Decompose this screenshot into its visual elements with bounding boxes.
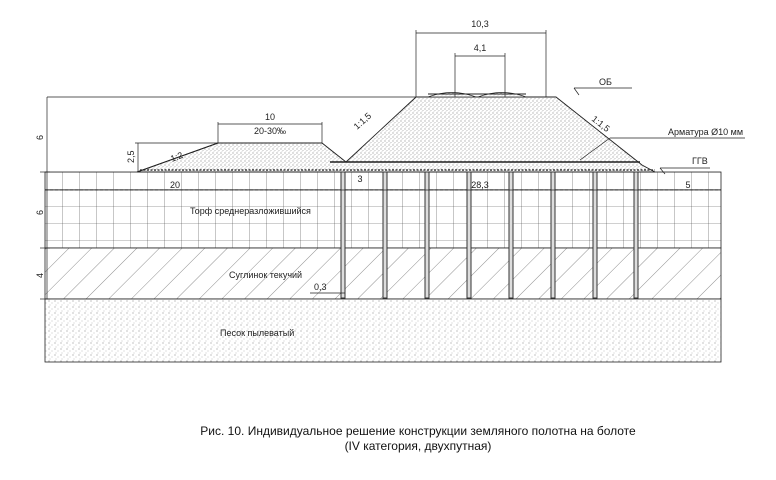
ggv-label: ГГВ bbox=[692, 156, 708, 166]
pile bbox=[340, 171, 346, 299]
slope-berm-label: 1:2 bbox=[169, 150, 184, 164]
berm-height-label: 2,5 bbox=[126, 150, 136, 163]
piles bbox=[340, 171, 639, 299]
sand-label: Песок пылеватый bbox=[220, 328, 294, 338]
sand-layer bbox=[44, 298, 722, 363]
berm-width-label: 10 bbox=[265, 112, 275, 122]
loam-label: Суглинок текучий bbox=[229, 270, 302, 280]
track-spacing-label: 4,1 bbox=[474, 43, 487, 53]
dim-right-label: 5 bbox=[685, 180, 690, 190]
pile-diameter-label: 0,3 bbox=[314, 282, 327, 292]
pile bbox=[592, 171, 598, 299]
ob-label: ОБ bbox=[599, 77, 612, 87]
pile bbox=[466, 171, 472, 299]
dim-mid-label: 3 bbox=[357, 174, 362, 184]
top-width-label: 10,3 bbox=[471, 19, 489, 29]
pile bbox=[550, 171, 556, 299]
dim-left-label: 20 bbox=[170, 180, 180, 190]
embankment-height-label: 6 bbox=[35, 135, 45, 140]
peat-label: Торф среднеразложившийся bbox=[190, 206, 311, 216]
pile bbox=[508, 171, 514, 299]
dimension-lines bbox=[40, 30, 745, 300]
loam-depth-label: 4 bbox=[35, 273, 45, 278]
figure-caption-line1: Рис. 10. Индивидуальное решение конструк… bbox=[200, 424, 636, 438]
embankment-body bbox=[136, 96, 656, 173]
slope-left-label: 1:1,5 bbox=[352, 111, 374, 132]
pile bbox=[633, 171, 639, 299]
dim-mid2-label: 28,3 bbox=[471, 180, 489, 190]
pile bbox=[382, 171, 388, 299]
figure-caption-line2: (IV категория, двухпутная) bbox=[344, 439, 492, 453]
pile bbox=[424, 171, 430, 299]
track-prisms bbox=[427, 92, 527, 98]
berm-slope-label: 20-30‰ bbox=[254, 126, 286, 136]
rebar-label: Арматура Ø10 мм bbox=[668, 127, 743, 137]
peat-depth-label: 6 bbox=[35, 210, 45, 215]
